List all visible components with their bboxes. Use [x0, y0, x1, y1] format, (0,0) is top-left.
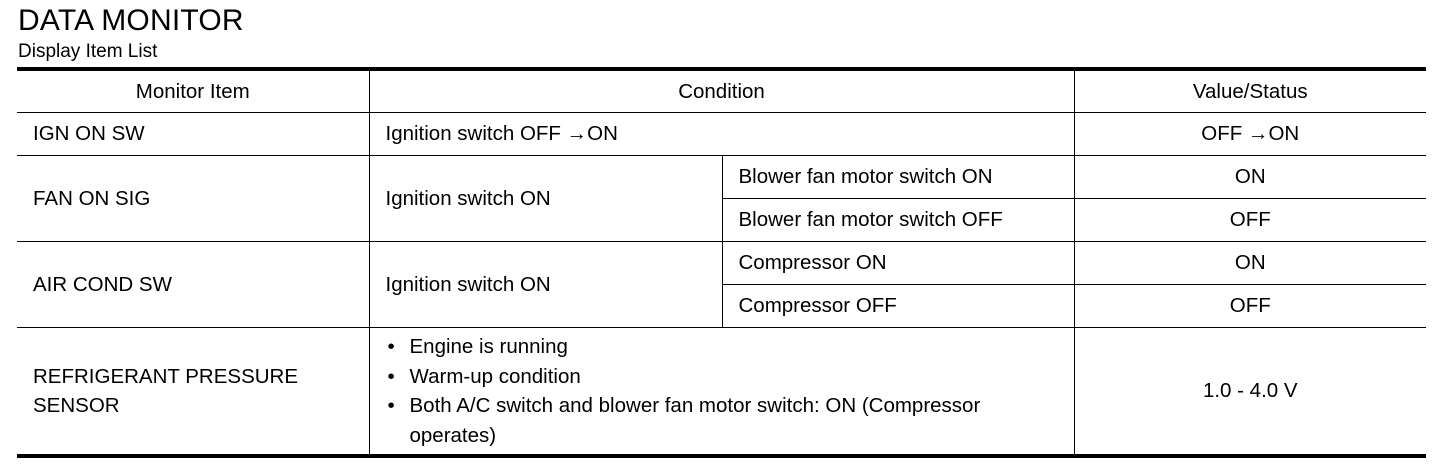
- sub-condition-cell: Compressor OFF: [722, 284, 1075, 328]
- condition-text: Warm-up condition: [409, 364, 581, 388]
- page-subtitle: Display Item List: [18, 41, 158, 62]
- column-header-monitor-item: Monitor Item: [17, 67, 370, 113]
- data-monitor-table: Monitor Item Condition Value/Status IGN …: [17, 67, 1426, 458]
- condition-cell: Ignition switch ON: [368, 241, 723, 328]
- value-cell: OFF: [1073, 284, 1426, 328]
- value-cell: ON: [1073, 241, 1426, 285]
- condition-cell: Ignition switch OFF →ON: [368, 112, 1075, 156]
- monitor-item-cell: FAN ON SIG: [17, 155, 370, 242]
- condition-cell: • Engine is running • Warm-up condition • B…: [368, 327, 1075, 458]
- monitor-item-cell: IGN ON SW: [17, 112, 370, 156]
- sub-condition-cell: Blower fan motor switch OFF: [722, 198, 1075, 242]
- list-item: • Engine is running: [386, 332, 1058, 362]
- value-cell: 1.0 - 4.0 V: [1073, 327, 1426, 458]
- condition-text: Both A/C switch and blower fan motor swi…: [409, 394, 981, 447]
- table-header-row: Monitor Item Condition Value/Status: [17, 67, 1426, 113]
- table-row: FAN ON SIG Ignition switch ON Blower fan…: [17, 155, 1426, 242]
- value-cell: ON: [1073, 155, 1426, 199]
- column-header-condition: Condition: [368, 67, 1075, 113]
- table-row: Blower fan motor switch OFF OFF: [17, 198, 1426, 242]
- table-row: Compressor OFF OFF: [17, 284, 1426, 328]
- bullet-icon: •: [387, 364, 395, 388]
- value-cell: OFF: [1073, 198, 1426, 242]
- column-header-value-status: Value/Status: [1073, 67, 1426, 113]
- table-row: IGN ON SW Ignition switch OFF →ON OFF →O…: [17, 112, 1426, 156]
- list-item: • Both A/C switch and blower fan motor sw…: [386, 391, 1058, 450]
- page-title: DATA MONITOR: [18, 4, 244, 37]
- sub-condition-cell: Compressor ON: [721, 241, 1075, 285]
- condition-text: Engine is running: [409, 335, 568, 358]
- monitor-item-cell: REFRIGERANT PRESSURE SENSOR: [17, 327, 370, 458]
- bullet-icon: •: [387, 335, 395, 358]
- monitor-item-cell: AIR COND SW: [17, 241, 370, 328]
- monitor-item-line: SENSOR: [33, 394, 120, 417]
- table-row: AIR COND SW Ignition switch ON Compresso…: [17, 241, 1426, 328]
- condition-list: • Engine is running • Warm-up condition • B…: [386, 332, 1058, 450]
- monitor-item-line: REFRIGERANT PRESSURE: [33, 365, 299, 388]
- table-row: REFRIGERANT PRESSURE SENSOR • Engine is r…: [17, 327, 1426, 458]
- sub-condition-cell: Blower fan motor switch ON: [721, 155, 1075, 199]
- list-item: • Warm-up condition: [386, 362, 1058, 392]
- value-cell: OFF →ON: [1073, 112, 1426, 156]
- bullet-icon: •: [387, 394, 395, 417]
- condition-cell: Ignition switch ON: [368, 155, 723, 242]
